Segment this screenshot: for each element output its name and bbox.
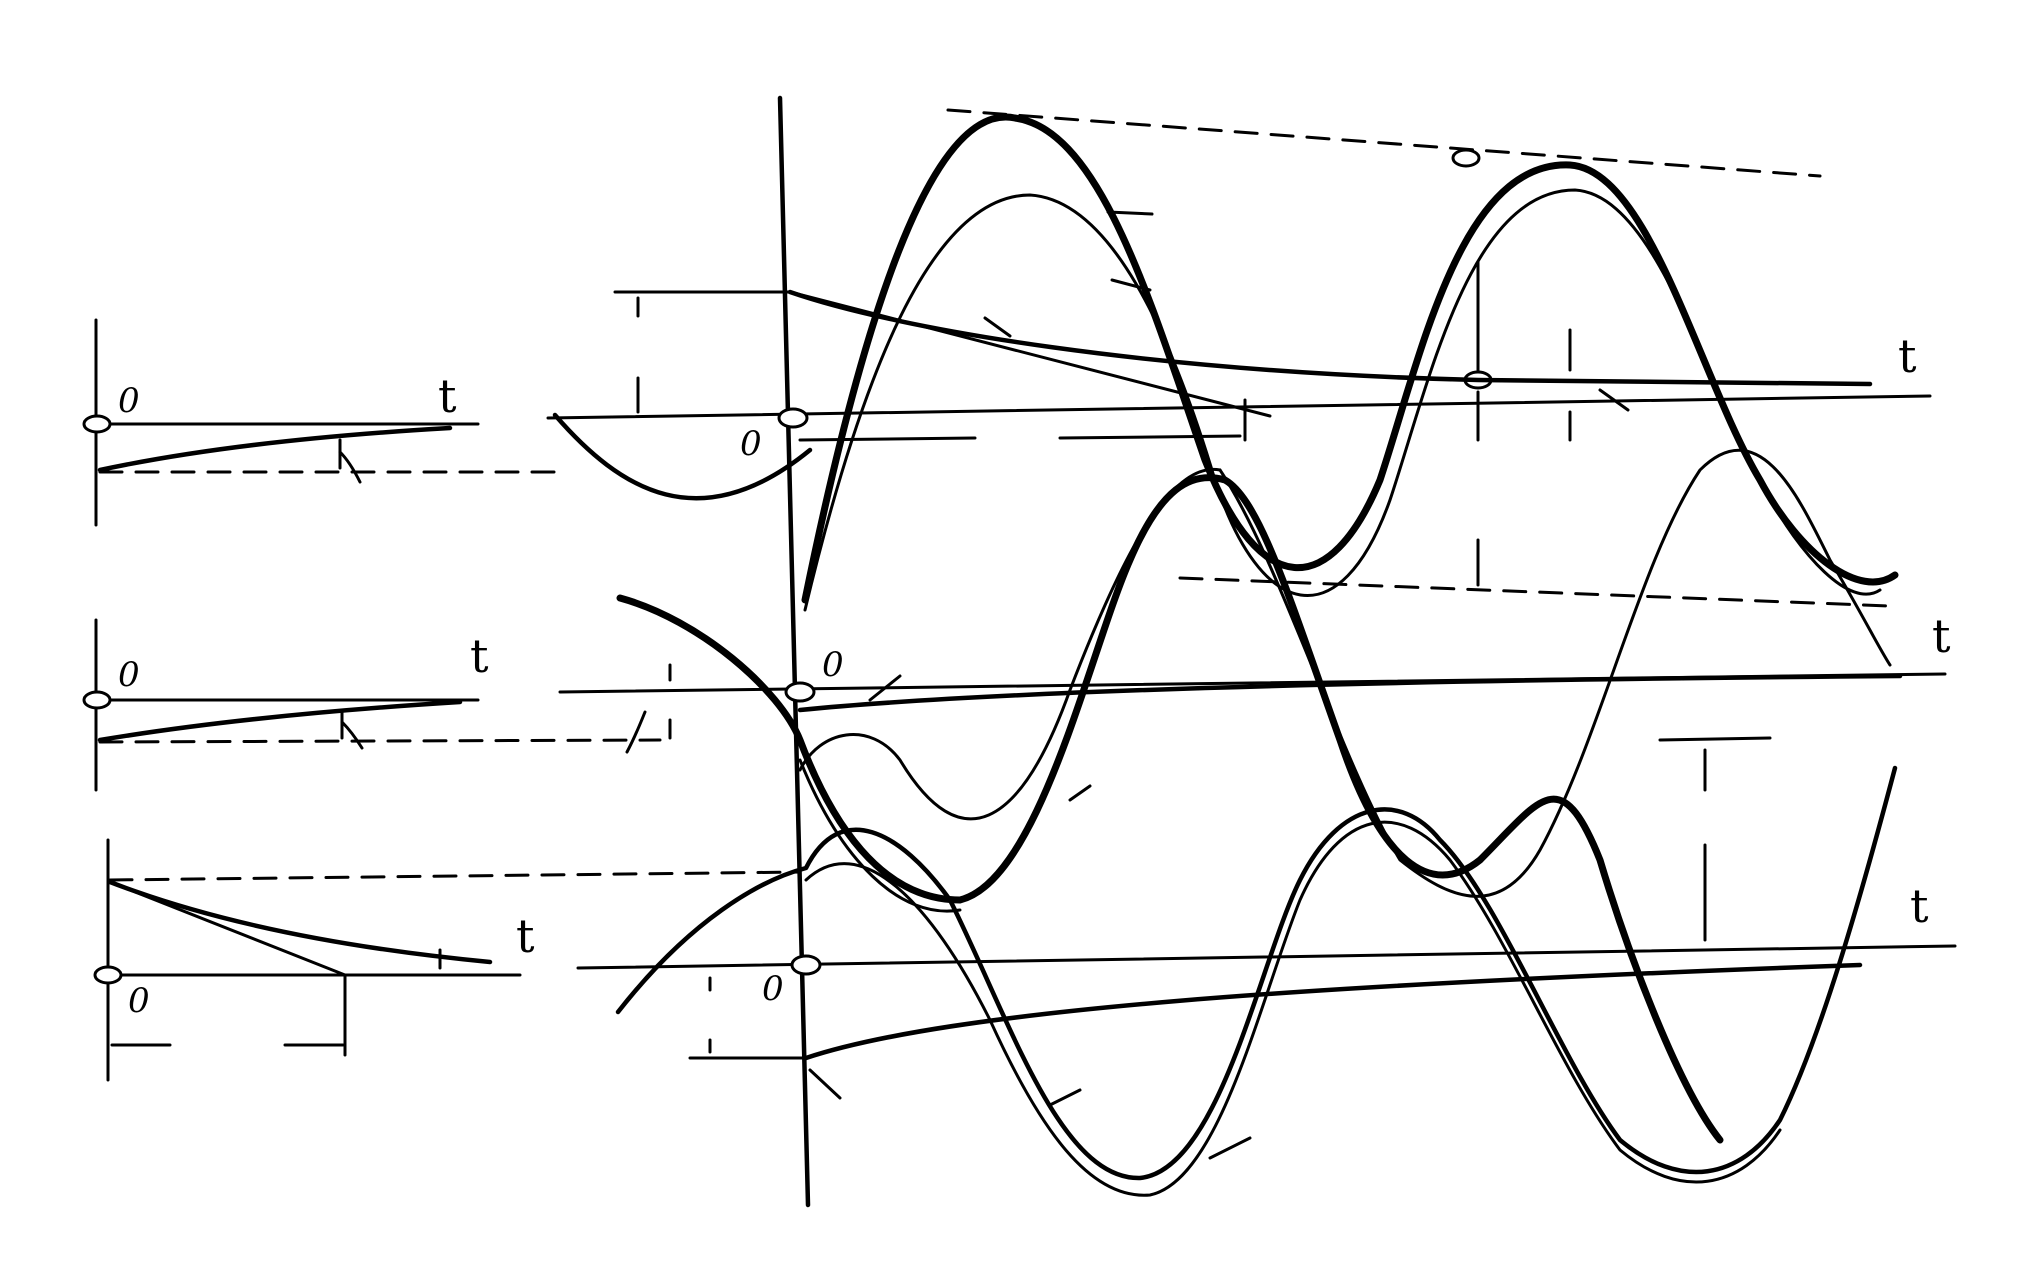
upper-envelope-dashed	[946, 108, 1822, 178]
middle-dim-leader	[1658, 736, 1772, 742]
left-panel-1-origin-label: 0	[118, 381, 140, 421]
middle-transient-branch	[798, 758, 962, 913]
upper-origin-node	[777, 407, 809, 429]
lower-waveforms	[615, 765, 1898, 1197]
middle-tick-1	[868, 674, 902, 702]
middle-waveforms	[616, 448, 1903, 1144]
middle-origin-label: 0	[822, 645, 844, 685]
lower-transient-wave	[804, 820, 1782, 1197]
lower-decay-curve	[803, 962, 1863, 1061]
left-panel-1-dim-hook	[338, 450, 362, 484]
lower-tick-2	[1048, 1088, 1082, 1107]
left-panel-3-dashed-level	[108, 870, 802, 882]
left-panel-2-origin-node	[82, 690, 112, 710]
upper-dim-left	[798, 436, 977, 442]
left-panel-2-dim-hook	[340, 720, 364, 750]
upper-waveforms	[552, 108, 1899, 612]
lower-tick-3	[1208, 1136, 1252, 1160]
middle-time-axis-label: t	[1932, 609, 1951, 663]
left-panel-2-dashed-level	[98, 738, 662, 744]
upper-decay-tangent	[788, 290, 1272, 418]
lower-origin-label: 0	[762, 969, 784, 1009]
middle-origin-node	[784, 681, 816, 703]
middle-dim-hook	[625, 710, 647, 754]
left-panel-2-decay-curve	[97, 699, 463, 743]
envelope-node	[1451, 148, 1481, 168]
lower-time-axis-label: t	[1910, 879, 1929, 933]
left-panel-3-t-label: t	[516, 909, 535, 963]
lower-steady-wave	[615, 765, 1898, 1181]
middle-thin-continuation	[1218, 448, 1892, 898]
upper-tick-4	[1598, 388, 1630, 412]
upper-tick-1	[1106, 210, 1154, 216]
left-panel-1-origin-node	[82, 414, 112, 434]
left-panel-2: 0 t	[82, 618, 662, 792]
left-panel-3-origin-node	[93, 965, 123, 985]
left-panel-3: 0 t	[93, 838, 802, 1082]
middle-tick-2	[1068, 784, 1092, 802]
left-panel-1-t-label: t	[438, 369, 457, 423]
lower-envelope-dashed	[1178, 576, 1892, 608]
left-panel-3-origin-label: 0	[128, 981, 150, 1021]
middle-transient-wave	[798, 467, 1222, 821]
middle-decay-curve	[797, 673, 1903, 713]
main-origins: 0 0 0	[740, 148, 1493, 1009]
upper-origin-label: 0	[740, 424, 762, 464]
upper-dim-right	[1058, 434, 1242, 440]
lower-tick-1	[808, 1068, 842, 1100]
upper-decay-curve	[787, 289, 1873, 387]
upper-transient-wave	[803, 188, 1882, 612]
main-vertical-axis	[777, 95, 811, 1208]
left-panel-3-tangent	[108, 880, 347, 977]
left-panel-2-t-label: t	[470, 629, 489, 683]
upper-steady-wave	[801, 113, 1899, 604]
upper-pre-zero-curve	[552, 412, 813, 501]
upper-tick-2	[1110, 278, 1152, 292]
left-panel-2-origin-label: 0	[118, 655, 140, 695]
left-panel-1-decay-curve	[97, 425, 453, 473]
upper-time-axis-label: t	[1898, 329, 1917, 383]
lower-origin-node	[790, 954, 822, 976]
left-panel-3-decay-curve	[107, 879, 493, 965]
upper-tick-3	[983, 316, 1012, 338]
left-panel-1: 0 t	[82, 318, 562, 527]
